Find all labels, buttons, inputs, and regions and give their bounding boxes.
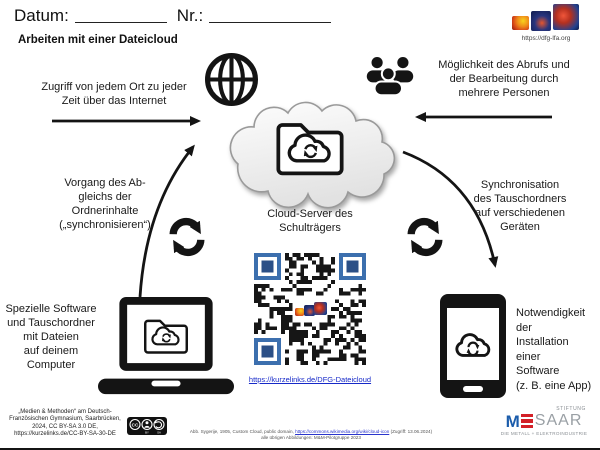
dfg-logo-url: https://dfg-lfa.org xyxy=(521,35,571,42)
cc-by-sa-badge: CC BY SA xyxy=(127,417,167,435)
qr-finder-top-right xyxy=(338,253,366,281)
laptop-base xyxy=(98,378,234,395)
laptop-icon xyxy=(98,297,234,395)
nr-label: Nr.: xyxy=(176,6,204,25)
logo-tile-orange xyxy=(512,16,529,30)
nr-blank-line xyxy=(209,9,332,23)
sync-icon-right xyxy=(402,214,448,260)
datum-blank-line xyxy=(74,9,167,23)
mesaar-saar: SAAR xyxy=(534,412,583,429)
attribution-link[interactable]: https://commons.wikimedia.org/wiki/cloud… xyxy=(295,429,390,434)
logo-tile-red xyxy=(553,4,579,30)
dfg-lfa-logo xyxy=(512,4,580,34)
laptop-folder-cloud-icon xyxy=(145,321,187,353)
tablet-home-button xyxy=(463,386,483,392)
svg-text:CC: CC xyxy=(132,422,139,427)
sa-arrow-icon xyxy=(153,418,165,431)
image-attribution: Abb. Sygerije, 1905, Custom Cloud, publi… xyxy=(189,429,433,440)
mesaar-logo: STIFTUNG M SAAR DIE METALL + ELEKTROINDU… xyxy=(492,406,596,436)
page-bottom-edge xyxy=(0,448,600,450)
qr-short-link[interactable]: https://kurzelinks.de/DFG-Dateicloud xyxy=(248,375,372,384)
qr-finder-top-left xyxy=(254,253,282,281)
mesaar-e-bars xyxy=(520,414,533,428)
arrow-cloud-to-tablet xyxy=(402,150,499,268)
cloud-folder-icon xyxy=(270,114,350,176)
datum-label: Datum: xyxy=(14,6,69,25)
by-person-icon xyxy=(141,418,153,431)
qr-center-logo xyxy=(293,300,327,318)
svg-text:SA: SA xyxy=(157,430,161,434)
tablet-icon xyxy=(440,294,506,398)
globe-icon xyxy=(204,52,259,107)
mesaar-tagline: DIE METALL + ELEKTROINDUSTRIE xyxy=(500,431,588,436)
logo-tile-blue xyxy=(531,11,551,31)
arrow-laptop-to-cloud xyxy=(138,144,195,298)
header-fields: Datum: Nr.: xyxy=(14,6,332,26)
text-sync-process: Vorgang des Ab-gleichs der Ordnerinhalte… xyxy=(59,177,151,231)
qr-finder-bottom-left xyxy=(254,337,282,365)
svg-text:BY: BY xyxy=(145,430,149,434)
laptop-base-notch xyxy=(151,380,181,387)
mesaar-stiftung-label: STIFTUNG xyxy=(556,406,586,412)
cc-icon xyxy=(129,418,141,431)
page-title: Arbeiten mit einer Dateicloud xyxy=(18,34,178,46)
mesaar-m: M xyxy=(505,411,520,431)
people-group-icon xyxy=(366,57,414,97)
license-note: „Medien & Methoden“ am Deutsch- Französi… xyxy=(9,409,121,438)
qr-code xyxy=(254,253,366,365)
